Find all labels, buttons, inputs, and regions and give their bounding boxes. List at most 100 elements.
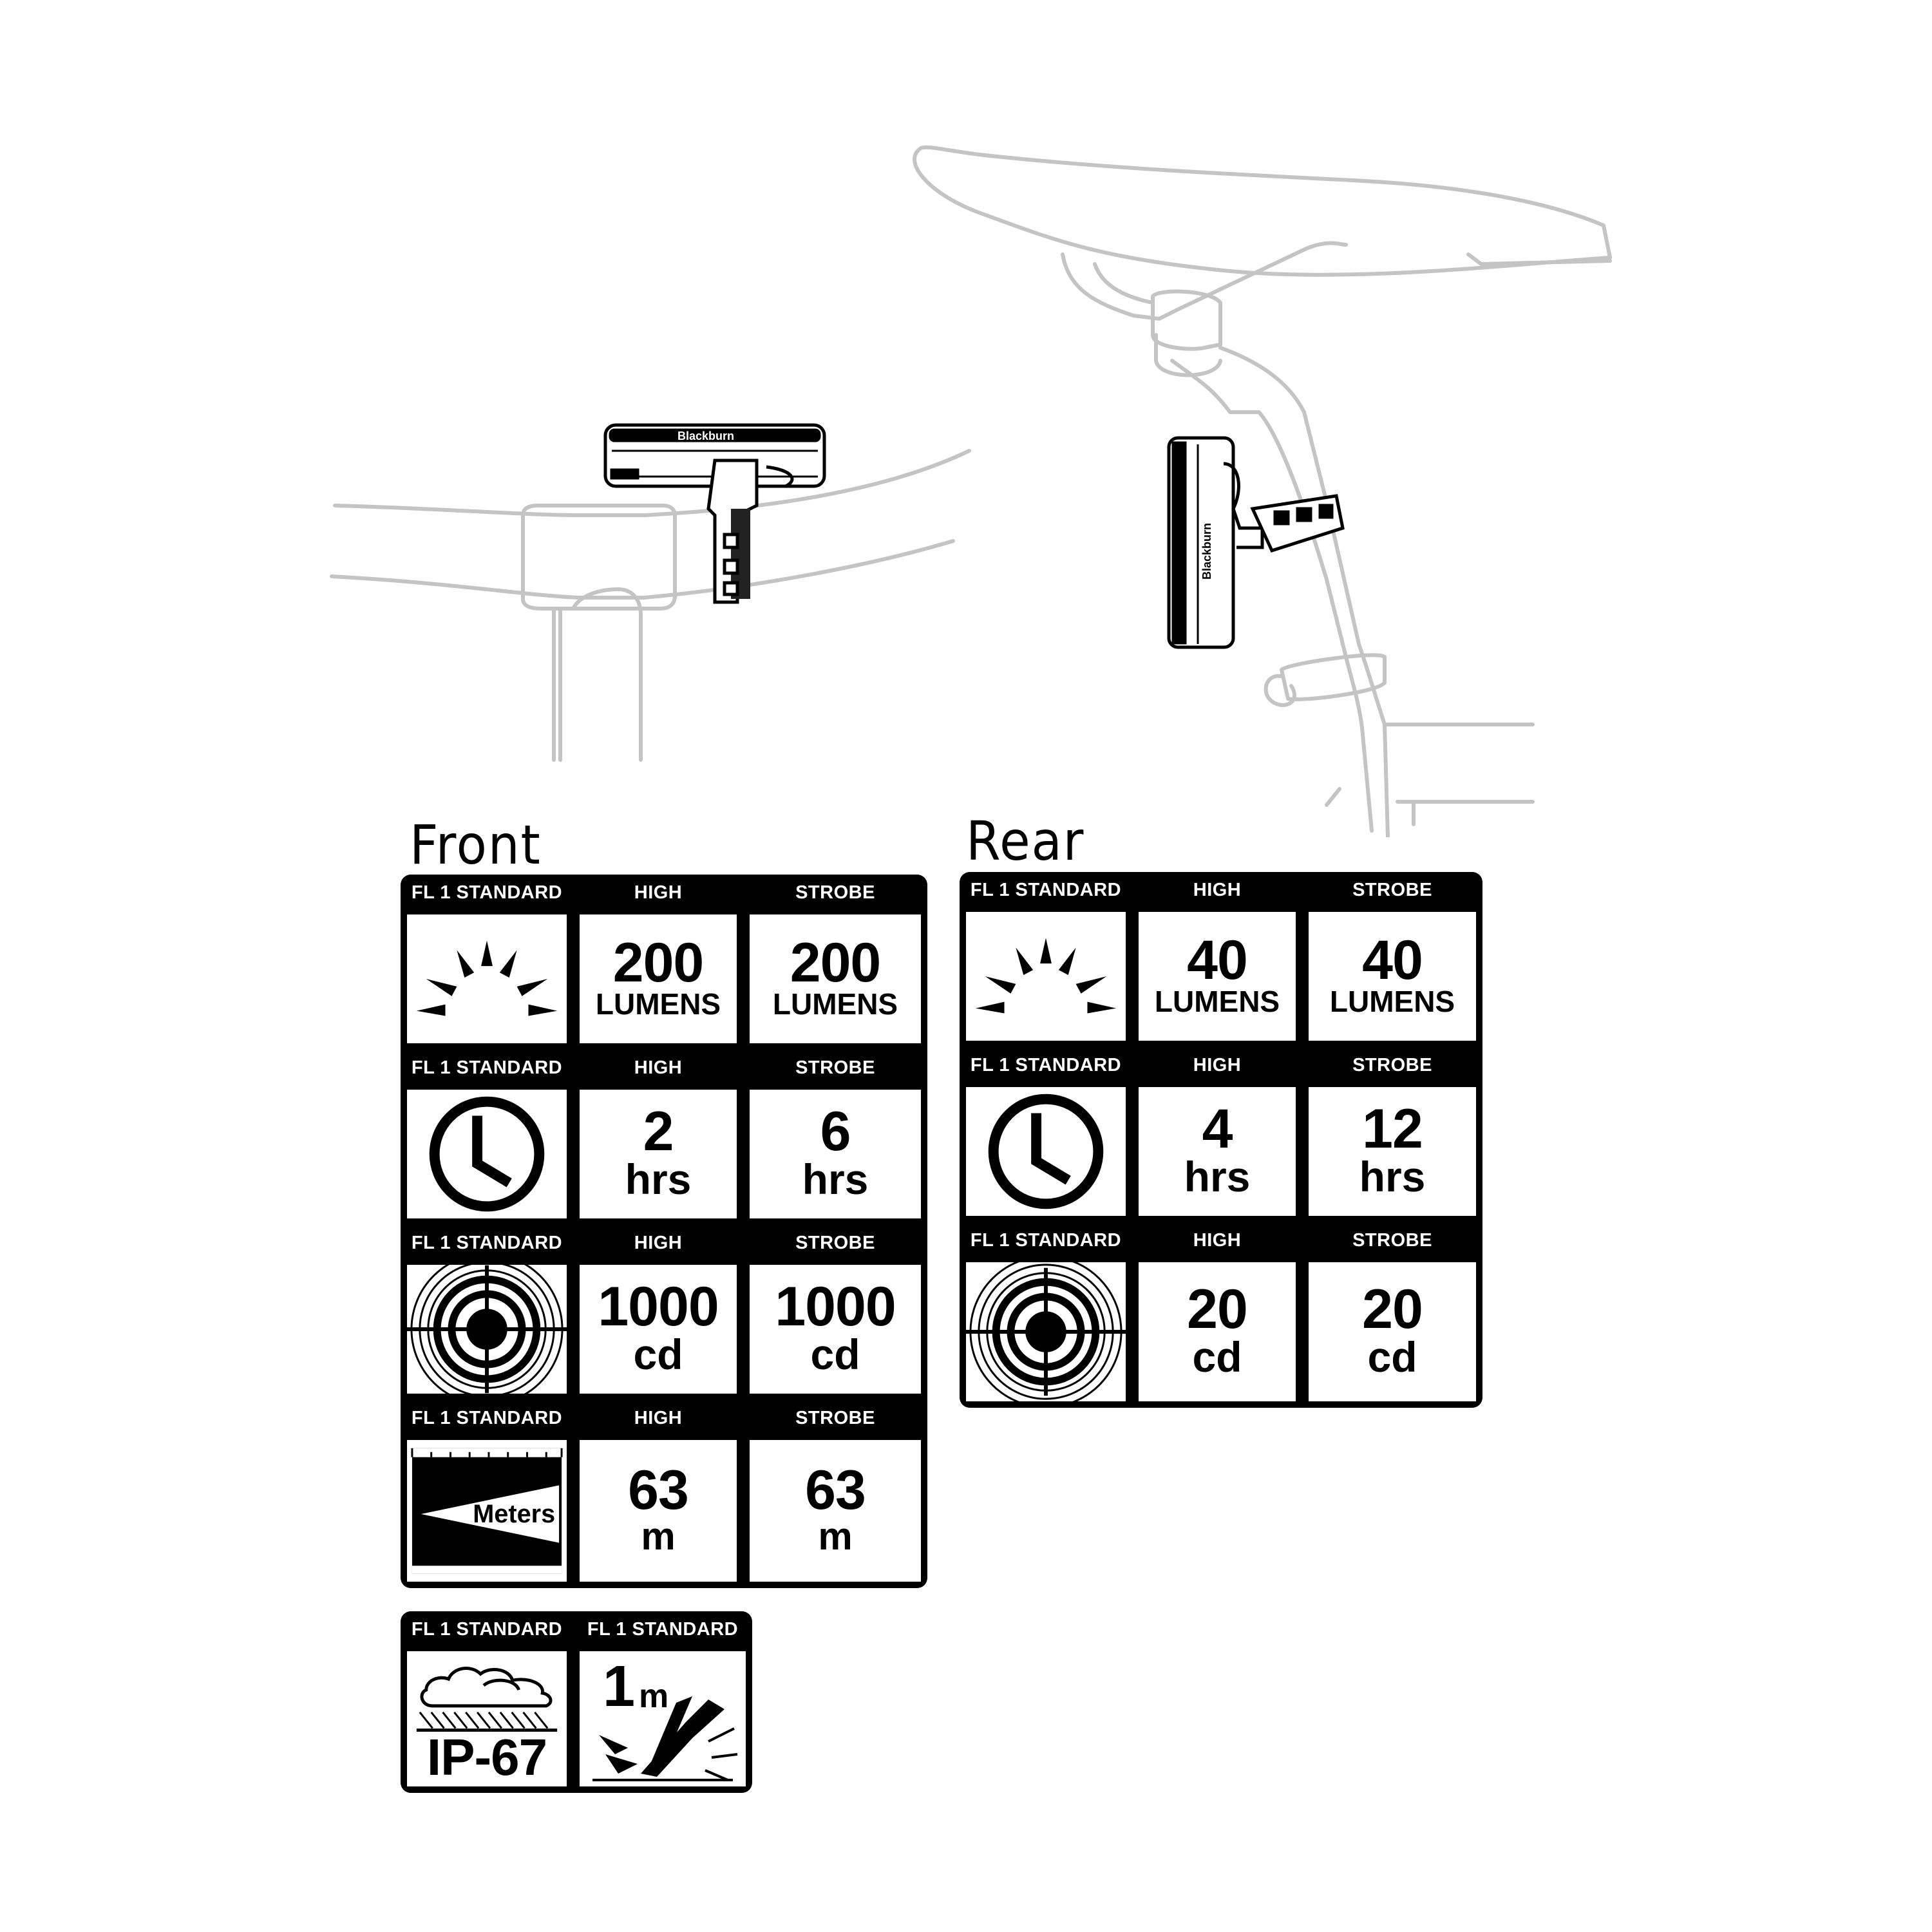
unit: cd: [1367, 1332, 1417, 1381]
target-icon: [407, 1265, 567, 1394]
water-resistance-cell: FL 1 STANDARD IP-67: [401, 1611, 573, 1793]
clock-icon: [966, 1087, 1126, 1216]
unit: hrs: [802, 1155, 869, 1203]
mode-header: HIGH: [1193, 879, 1242, 900]
mode-header: STROBE: [1352, 1229, 1432, 1251]
rear-candela-strobe-cell: STROBE 20 cd: [1302, 1222, 1482, 1408]
mode-header: HIGH: [634, 1232, 683, 1253]
value: 20: [1187, 1278, 1248, 1340]
unit: hrs: [625, 1155, 692, 1203]
clock-icon: [407, 1090, 567, 1218]
front-candela-strobe-cell: STROBE 1000 cd: [743, 1225, 927, 1400]
standard-label: FL 1 STANDARD: [970, 879, 1122, 900]
stem-clamp: [521, 513, 677, 611]
value: 2: [643, 1100, 674, 1162]
front-lumens-icon-cell: FL 1 STANDARD: [401, 875, 573, 1050]
drop-height-unit: m: [639, 1678, 669, 1715]
unit: LUMENS: [772, 987, 898, 1021]
rear-light-brand: Blackburn: [1200, 523, 1213, 580]
mode-header: STROBE: [1352, 1054, 1432, 1075]
mode-header: HIGH: [634, 882, 683, 903]
front-distance-icon-cell: FL 1 STANDARD Meters: [401, 1400, 573, 1588]
unit: cd: [810, 1330, 860, 1378]
front-lumens-high-cell: HIGH 200 LUMENS: [573, 875, 743, 1050]
value: 200: [790, 932, 881, 994]
handlebar-outline: [333, 449, 971, 517]
value: 200: [612, 932, 704, 994]
front-runtime-strobe-cell: STROBE 6 hrs: [743, 1050, 927, 1225]
front-candela-high-cell: HIGH 1000 cd: [573, 1225, 743, 1400]
front-lumens-strobe-cell: STROBE 200 LUMENS: [743, 875, 927, 1050]
rear-lumens-high-cell: HIGH 40 LUMENS: [1132, 872, 1302, 1047]
rear-runtime-icon-cell: FL 1 STANDARD: [960, 1047, 1132, 1222]
bike-mount-illustration: Blackburn Blackburn: [330, 145, 1612, 837]
standard-label: FL 1 STANDARD: [970, 1054, 1122, 1075]
impact-resistance-cell: FL 1 STANDARD 1 m: [573, 1611, 752, 1793]
unit: m: [641, 1515, 676, 1558]
mode-header: HIGH: [634, 1407, 683, 1428]
durability-spec-table: FL 1 STANDARD IP-67 FL 1 STANDARD 1 m: [401, 1611, 752, 1793]
mode-header: STROBE: [795, 882, 875, 903]
ip-rating: IP-67: [426, 1728, 547, 1786]
mode-header: STROBE: [1352, 879, 1432, 900]
unit: cd: [1192, 1332, 1242, 1381]
standard-label: FL 1 STANDARD: [411, 1232, 563, 1253]
value: 63: [805, 1459, 866, 1521]
rear-spec-table: FL 1 STANDARD HIGH 40 LUMENS STROBE 40 L…: [960, 872, 1482, 1408]
standard-label: FL 1 STANDARD: [970, 1229, 1122, 1251]
standard-label: FL 1 STANDARD: [587, 1618, 739, 1640]
value: 1000: [598, 1275, 719, 1338]
impact-resistance-icon: [580, 1651, 746, 1786]
front-distance-strobe-cell: STROBE 63 m: [743, 1400, 927, 1588]
mode-header: HIGH: [1193, 1229, 1242, 1251]
value: 40: [1187, 929, 1248, 992]
front-runtime-high-cell: HIGH 2 hrs: [573, 1050, 743, 1225]
standard-label: FL 1 STANDARD: [411, 1618, 563, 1640]
front-section-title: Front: [410, 813, 542, 876]
unit: hrs: [1359, 1152, 1426, 1200]
unit: m: [818, 1515, 853, 1558]
rear-candela-high-cell: HIGH 20 cd: [1132, 1222, 1302, 1408]
standard-label: FL 1 STANDARD: [411, 882, 563, 903]
front-spec-table: FL 1 STANDARD HIGH 200 LUMENS STROBE 200…: [401, 875, 927, 1588]
front-runtime-icon-cell: FL 1 STANDARD: [401, 1050, 573, 1225]
value: 6: [820, 1100, 851, 1162]
value: 4: [1202, 1097, 1233, 1160]
value: 1000: [775, 1275, 896, 1338]
unit: LUMENS: [1154, 985, 1280, 1019]
rear-light: [1167, 436, 1345, 649]
beam-distance-icon: Meters: [407, 1440, 567, 1582]
brightness-icon: [407, 914, 567, 1043]
unit: LUMENS: [1329, 985, 1455, 1019]
rear-section-title: Rear: [966, 810, 1085, 873]
rear-runtime-strobe-cell: STROBE 12 hrs: [1302, 1047, 1482, 1222]
rear-lumens-icon-cell: FL 1 STANDARD: [960, 872, 1132, 1047]
brightness-icon: [966, 912, 1126, 1041]
target-icon: [966, 1262, 1126, 1401]
unit: hrs: [1184, 1152, 1251, 1200]
mode-header: STROBE: [795, 1057, 875, 1078]
value: 20: [1362, 1278, 1423, 1340]
front-distance-high-cell: HIGH 63 m: [573, 1400, 743, 1588]
front-light: [603, 423, 826, 604]
rear-candela-icon-cell: FL 1 STANDARD: [960, 1222, 1132, 1408]
standard-label: FL 1 STANDARD: [411, 1057, 563, 1078]
front-light-brand: Blackburn: [677, 430, 734, 442]
seatpost-outline: [1170, 359, 1374, 833]
front-candela-icon-cell: FL 1 STANDARD: [401, 1225, 573, 1400]
drop-height-value: 1: [603, 1654, 636, 1719]
mode-header: STROBE: [795, 1407, 875, 1428]
mode-header: STROBE: [795, 1232, 875, 1253]
value: 63: [628, 1459, 689, 1521]
rear-lumens-strobe-cell: STROBE 40 LUMENS: [1302, 872, 1482, 1047]
mode-header: HIGH: [1193, 1054, 1242, 1075]
value: 12: [1362, 1097, 1423, 1160]
water-resistance-icon: [407, 1651, 567, 1741]
mode-header: HIGH: [634, 1057, 683, 1078]
unit: LUMENS: [595, 987, 721, 1021]
beam-icon-label: Meters: [473, 1500, 555, 1528]
value: 40: [1362, 929, 1423, 992]
unit: cd: [633, 1330, 683, 1378]
saddle-outline: [913, 145, 1612, 277]
standard-label: FL 1 STANDARD: [411, 1407, 563, 1428]
